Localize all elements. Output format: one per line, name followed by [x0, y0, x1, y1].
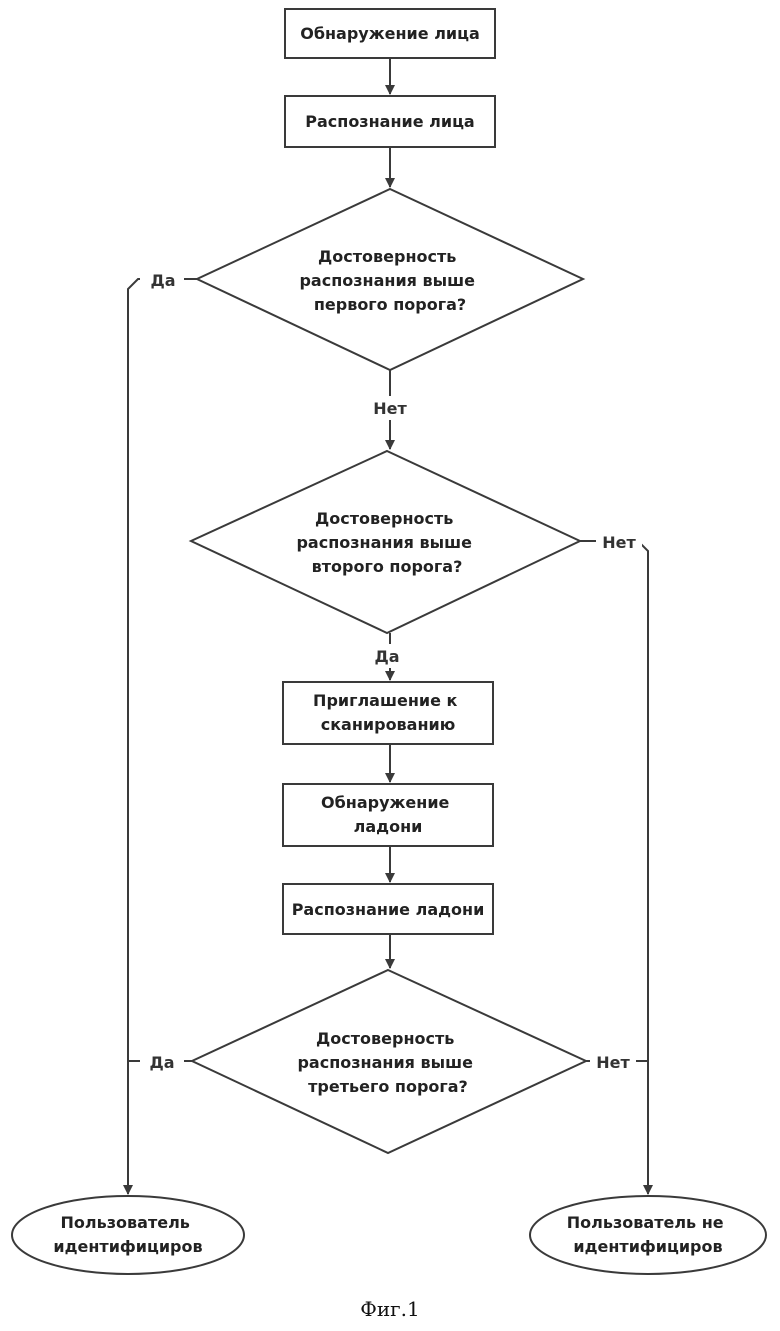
- process-label-line: Приглашение к: [313, 691, 457, 710]
- terminal-label-line: Пользователь не: [567, 1213, 724, 1232]
- process-label-line: Обнаружение: [321, 793, 450, 812]
- edge-label-decision2-yes: Да: [374, 647, 399, 666]
- decision-label-line: распознания выше: [297, 1053, 473, 1072]
- decision-second-threshold: Достоверность распознания выше второго п…: [191, 451, 580, 633]
- process-label-line: сканированию: [321, 715, 456, 734]
- terminal-user-identified: Пользователь идентифициров: [12, 1196, 244, 1274]
- process-label: Распознание лица: [305, 112, 474, 131]
- decision-label-line: третьего порога?: [308, 1077, 468, 1096]
- edge-label-decision3-yes: Да: [149, 1053, 174, 1072]
- process-palm-recognition: Распознание ладони: [283, 884, 493, 934]
- process-label: Обнаружение лица: [300, 24, 480, 43]
- figure-caption: Фиг.1: [360, 1297, 420, 1321]
- terminal-label-line: Пользователь: [61, 1213, 190, 1232]
- decision-third-threshold: Достоверность распознания выше третьего …: [192, 970, 586, 1153]
- terminal-label-line: идентифициров: [573, 1237, 722, 1256]
- terminal-ellipse: [530, 1196, 766, 1274]
- edge-label-decision1-no: Нет: [373, 399, 407, 418]
- process-face-recognition: Распознание лица: [285, 96, 495, 147]
- decision-label-line: Достоверность: [315, 509, 453, 528]
- arrow-decision2-no: [580, 541, 648, 1194]
- terminal-label-line: идентифициров: [53, 1237, 202, 1256]
- edge-label-decision2-no: Нет: [602, 533, 636, 552]
- decision-label: Достоверность распознания выше второго п…: [296, 509, 477, 576]
- decision-first-threshold: Достоверность распознания выше первого п…: [197, 189, 583, 370]
- process-palm-detection: Обнаружение ладони: [283, 784, 493, 846]
- process-face-detection: Обнаружение лица: [285, 9, 495, 58]
- terminal-user-not-identified: Пользователь не идентифициров: [530, 1196, 766, 1274]
- edge-label-decision3-no: Нет: [596, 1053, 630, 1072]
- decision-label-line: второго порога?: [312, 557, 463, 576]
- process-label: Распознание ладони: [292, 900, 485, 919]
- terminal-ellipse: [12, 1196, 244, 1274]
- process-scan-invitation: Приглашение к сканированию: [283, 682, 493, 744]
- decision-label-line: первого порога?: [314, 295, 466, 314]
- edge-label-decision1-yes: Да: [150, 271, 175, 290]
- decision-label-line: Достоверность: [318, 247, 456, 266]
- decision-label: Достоверность распознания выше первого п…: [299, 247, 480, 314]
- decision-label-line: распознания выше: [296, 533, 472, 552]
- decision-label-line: Достоверность: [316, 1029, 454, 1048]
- decision-label-line: распознания выше: [299, 271, 475, 290]
- decision-label: Достоверность распознания выше третьего …: [297, 1029, 478, 1096]
- process-label-line: ладони: [354, 817, 423, 836]
